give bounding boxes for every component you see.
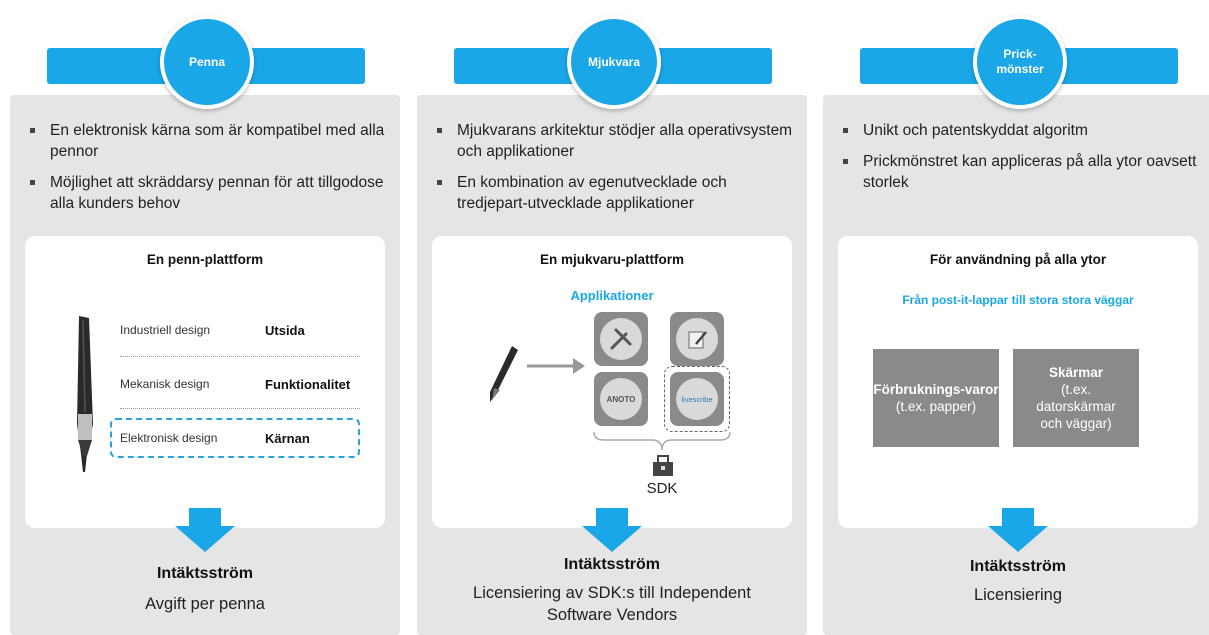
revenue-text: Avgift per penna bbox=[145, 595, 265, 613]
column-penna: Penna En elektronisk kärna som är kompat… bbox=[10, 0, 400, 635]
row-label: Industriell design bbox=[120, 323, 211, 337]
bullet-list: En elektronisk kärna som är kompatibel m… bbox=[28, 120, 388, 224]
revenue-title: Intäktsström bbox=[563, 556, 661, 573]
bullet-item: En kombination av egenutvecklade och tre… bbox=[435, 172, 795, 214]
pen-row-mechanical: Mekanisk design Funktionalitet bbox=[120, 367, 360, 401]
app-tile-tools bbox=[594, 312, 648, 366]
card-title: För användning på alla ytor bbox=[929, 252, 1107, 267]
anoto-logo: ANOTO bbox=[600, 378, 642, 420]
bullet-list: Mjukvarans arkitektur stödjer alla opera… bbox=[435, 120, 795, 224]
row-value: Funktionalitet bbox=[265, 376, 351, 392]
surfaces-card: För användning på alla ytor Från post-it… bbox=[838, 236, 1198, 528]
pen-icon bbox=[490, 346, 518, 402]
box-sub: (t.ex. datorskärmar och väggar) bbox=[1036, 382, 1116, 431]
pen-icon bbox=[77, 316, 93, 472]
pen-platform-card: En penn-plattform Industriell design Uts… bbox=[25, 236, 385, 528]
arrow-right-icon bbox=[527, 358, 585, 374]
divider bbox=[120, 356, 360, 357]
box-screens: Skärmar (t.ex. datorskärmar och väggar) bbox=[1013, 349, 1139, 447]
revenue-title: Intäktsström bbox=[969, 558, 1067, 575]
pen-row-electronic: Elektronisk design Kärnan bbox=[120, 421, 360, 455]
row-label: Elektronisk design bbox=[120, 431, 218, 445]
bullet-item: Möjlighet att skräddarsy pennan för att … bbox=[28, 172, 388, 214]
pen-row-industrial: Industriell design Utsida bbox=[120, 313, 360, 347]
badge-prickmonster: Prick- mönster bbox=[973, 15, 1067, 109]
card-title: En mjukvaru-plattform bbox=[539, 252, 685, 267]
box-sub: (t.ex. papper) bbox=[895, 399, 977, 414]
software-platform-card: En mjukvaru-plattform Applikationer ANOT… bbox=[432, 236, 792, 528]
bullet-list: Unikt och patentskyddat algoritm Prickmö… bbox=[841, 120, 1201, 203]
app-tile-notes bbox=[670, 312, 724, 366]
divider bbox=[120, 408, 360, 409]
livescribe-logo: livescribe bbox=[676, 378, 718, 420]
box-consumables: Förbruknings-varor (t.ex. papper) bbox=[873, 349, 999, 447]
sdk-label: SDK bbox=[646, 480, 678, 497]
column-prickmonster: Prick- mönster Unikt och patentskyddat a… bbox=[823, 0, 1209, 635]
notes-icon bbox=[676, 318, 718, 360]
surfaces-subtitle: Från post-it-lappar till stora stora väg… bbox=[902, 293, 1134, 307]
box-title: Skärmar bbox=[1048, 365, 1104, 380]
badge-penna: Penna bbox=[160, 15, 254, 109]
bullet-item: En elektronisk kärna som är kompatibel m… bbox=[28, 120, 388, 162]
bullet-item: Prickmönstret kan appliceras på alla yto… bbox=[841, 151, 1201, 193]
revenue-text: Licensiering bbox=[973, 586, 1063, 604]
highlight-dashed-box bbox=[110, 418, 360, 458]
brace-icon bbox=[593, 431, 731, 451]
row-value: Kärnan bbox=[265, 430, 310, 446]
column-mjukvara: Mjukvara Mjukvarans arkitektur stödjer a… bbox=[417, 0, 807, 635]
app-tile-anoto: ANOTO bbox=[594, 372, 648, 426]
sdk-toolbox-icon bbox=[653, 455, 673, 476]
row-value: Utsida bbox=[265, 322, 305, 338]
tools-icon bbox=[600, 318, 642, 360]
down-arrow-icon bbox=[582, 508, 642, 552]
box-title: Förbruknings-varor bbox=[873, 382, 999, 397]
row-label: Mekanisk design bbox=[120, 377, 210, 391]
applications-label: Applikationer bbox=[570, 288, 654, 303]
revenue-title: Intäktsström bbox=[156, 565, 254, 582]
app-tile-livescribe: livescribe bbox=[670, 372, 724, 426]
card-title: En penn-plattform bbox=[146, 252, 264, 267]
down-arrow-icon bbox=[175, 508, 235, 552]
bullet-item: Unikt och patentskyddat algoritm bbox=[841, 120, 1201, 141]
third-party-dashed-box bbox=[664, 366, 730, 432]
revenue-text: Licensiering av SDK:s till Independent S… bbox=[473, 584, 751, 624]
bullet-item: Mjukvarans arkitektur stödjer alla opera… bbox=[435, 120, 795, 162]
badge-mjukvara: Mjukvara bbox=[567, 15, 661, 109]
down-arrow-icon bbox=[988, 508, 1048, 552]
